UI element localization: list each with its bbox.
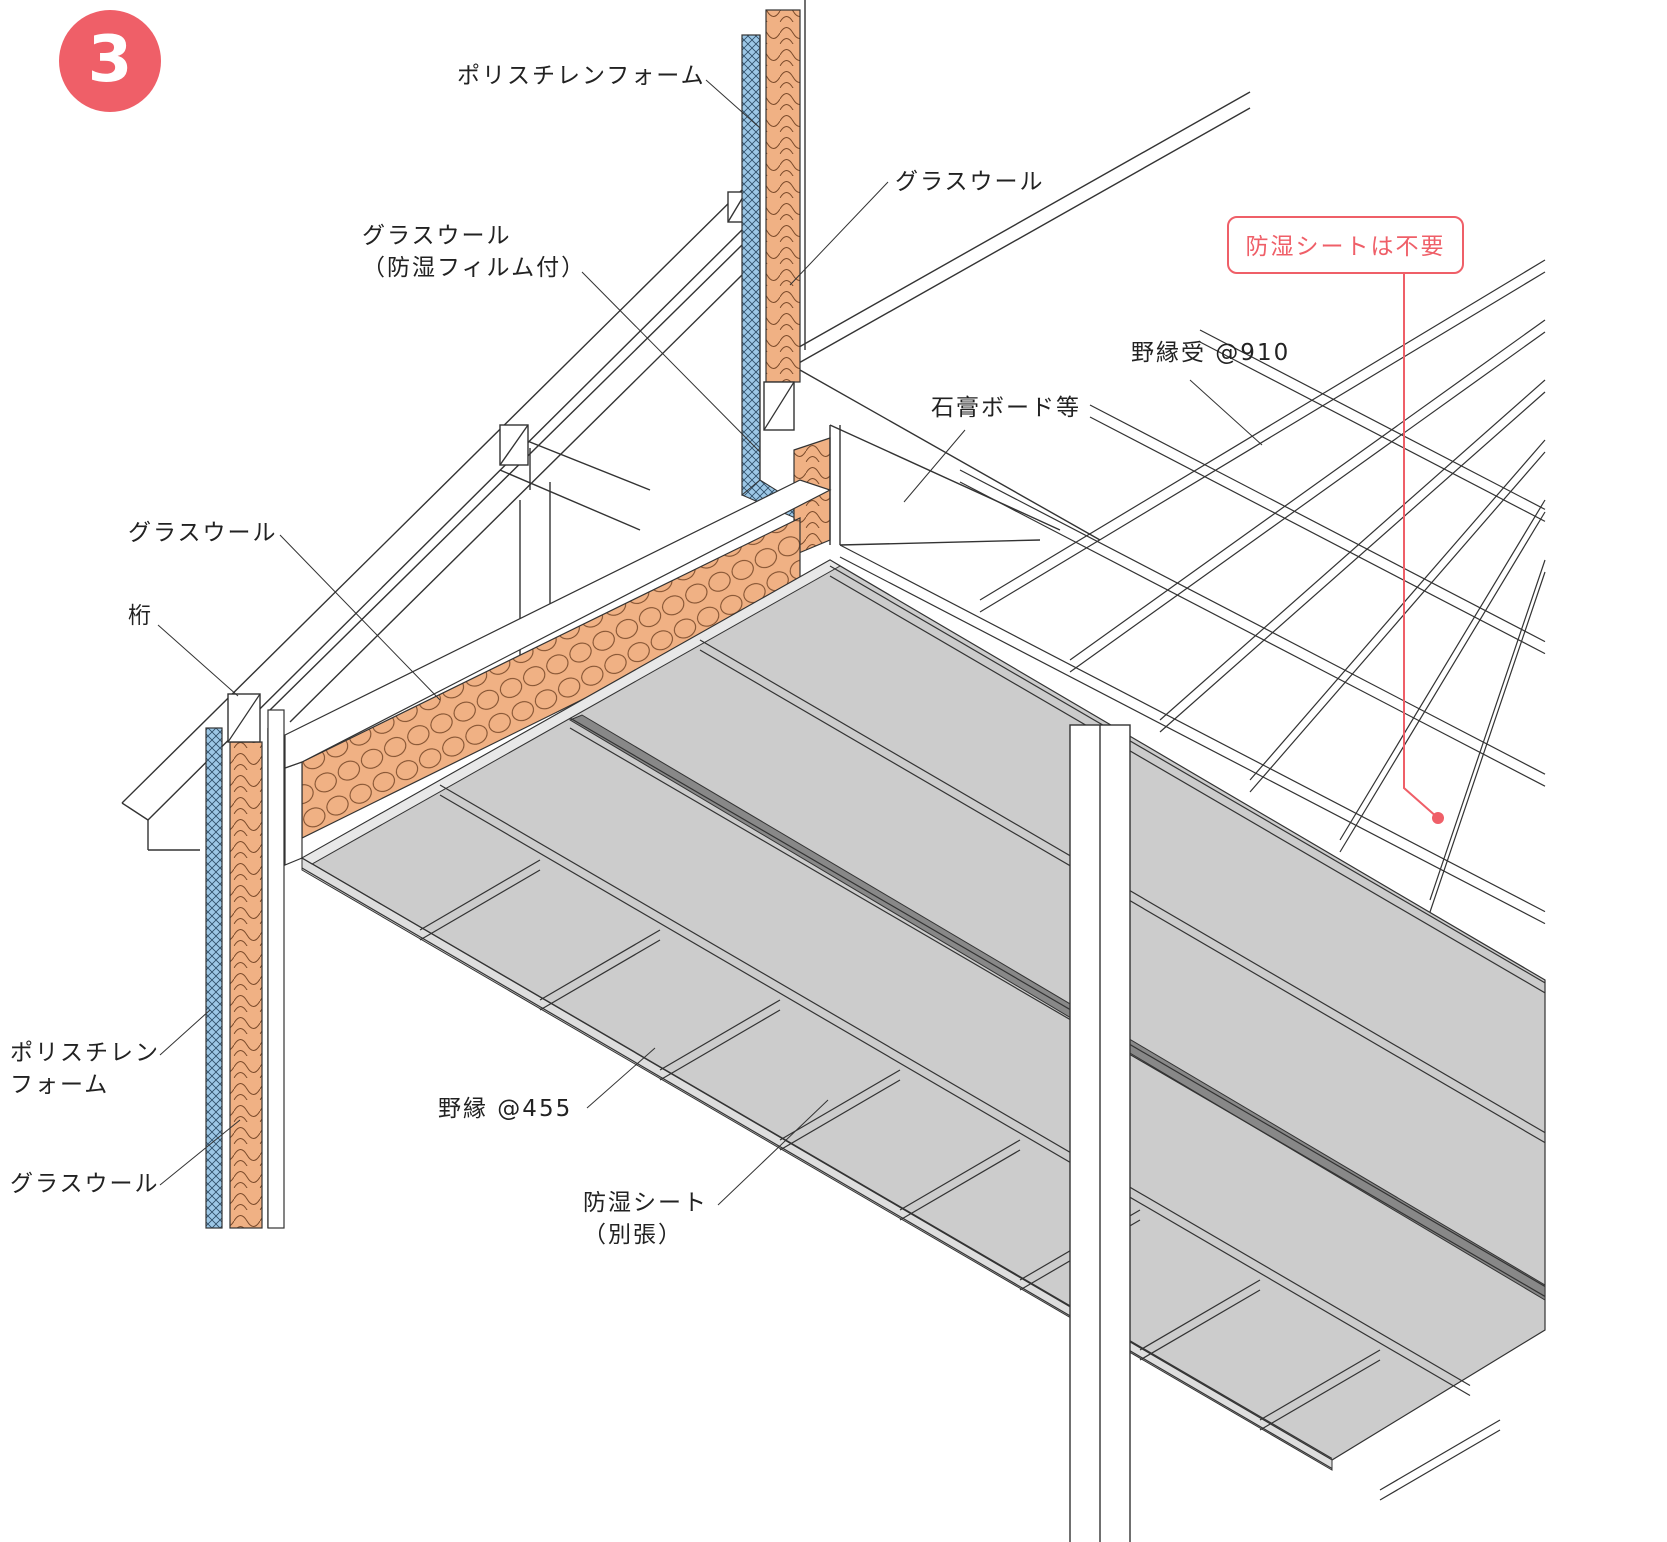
upper-wall-polystyrene (741, 34, 761, 496)
roof-right-slope (784, 91, 1251, 369)
label-polystyrene-left: ポリスチレン フォーム (10, 1037, 160, 1101)
carrier-cross-line (979, 271, 1546, 613)
cross-batten-line (539, 939, 661, 1011)
label-polystyrene-left-line1: ポリスチレン (10, 1040, 160, 1066)
carrier-cross-line (1069, 319, 1546, 661)
upper-wall (741, 0, 831, 556)
label-polystyrene-top: ポリスチレンフォーム (457, 63, 706, 89)
nobuchi-battens (301, 565, 1546, 1501)
carrier-line (1199, 329, 1546, 510)
cross-batten-line (1379, 1419, 1501, 1491)
carrier-cross-line (1339, 511, 1546, 853)
column-post (1069, 724, 1131, 1542)
cross-batten-line (779, 1079, 901, 1151)
label-nobuchi-uke: 野縁受 @910 (1131, 340, 1291, 366)
cross-batten-line (779, 1069, 901, 1141)
nobuchi-uke-battens (839, 259, 1546, 925)
cross-batten-line (419, 869, 541, 941)
step-badge: 3 (59, 10, 161, 112)
label-glasswool-top: グラスウール (895, 169, 1045, 195)
carrier-cross-line (1249, 439, 1546, 781)
carrier-cross-line (979, 259, 1546, 601)
callout-dot (1432, 812, 1444, 824)
label-nobuchi: 野縁 @455 (438, 1096, 573, 1122)
label-polystyrene-left-line2: フォーム (10, 1072, 110, 1098)
batten-line (829, 575, 1546, 994)
carrier-line (1089, 416, 1546, 655)
carrier-line (959, 481, 1546, 787)
batten-line (301, 867, 1333, 1470)
batten-line (569, 717, 1546, 1287)
carrier-cross-line (1249, 451, 1546, 793)
batten-line (439, 794, 1471, 1397)
callout-no-vapor-sheet: 防湿シートは不要 (1227, 216, 1464, 274)
cross-batten-line (659, 999, 781, 1071)
cross-batten-line (1139, 1289, 1261, 1361)
carrier-cross-line (1159, 379, 1546, 721)
carrier-cross-line (1339, 499, 1546, 841)
carrier-line (959, 469, 1546, 775)
label-keta: 桁 (128, 603, 153, 629)
label-vapor-sheet: 防湿シート （別張） (583, 1187, 708, 1251)
eave-wall-glasswool (229, 741, 263, 1229)
callout-leader (1403, 274, 1444, 824)
carrier-line (839, 544, 1546, 913)
label-vapor-sheet-line2: （別張） (583, 1222, 683, 1248)
label-vapor-sheet-line1: 防湿シート (583, 1190, 708, 1216)
batten-line (301, 857, 1333, 1460)
cross-batten-line (419, 859, 541, 931)
carrier-cross-line (1069, 331, 1546, 673)
carrier-cross-line (1429, 559, 1546, 901)
cross-batten-line (899, 1139, 1021, 1211)
label-glasswool-mid: グラスウール (128, 520, 278, 546)
carrier-cross-line (1159, 391, 1546, 733)
carrier-line (1089, 404, 1546, 643)
cross-batten-line (899, 1149, 1021, 1221)
label-glasswool-bottom: グラスウール (10, 1171, 160, 1197)
label-glasswool-film-line1: グラスウール (362, 223, 512, 249)
gypsum-board-room (799, 369, 1101, 546)
cross-batten-line (659, 1009, 781, 1081)
batten-line (569, 727, 1546, 1297)
label-gypsum: 石膏ボード等 (931, 395, 1081, 421)
eave-wall-polystyrene (205, 727, 223, 1229)
cross-batten-line (1379, 1429, 1501, 1501)
carrier-line (839, 556, 1546, 925)
label-glasswool-film-line2: （防湿フィルム付） (362, 255, 587, 281)
cross-batten-line (1259, 1359, 1381, 1431)
carrier-line (1199, 341, 1546, 522)
label-glasswool-film: グラスウール （防湿フィルム付） (362, 220, 586, 284)
batten-line (829, 565, 1546, 984)
cross-batten-line (1139, 1279, 1261, 1351)
batten-line (439, 784, 1471, 1387)
leader-lines (157, 79, 1263, 1206)
eave-wall (205, 693, 285, 1229)
carrier-cross-line (1429, 571, 1546, 913)
cross-batten-line (539, 929, 661, 1001)
cross-batten-line (1259, 1349, 1381, 1421)
upper-wall-glasswool (765, 9, 801, 383)
